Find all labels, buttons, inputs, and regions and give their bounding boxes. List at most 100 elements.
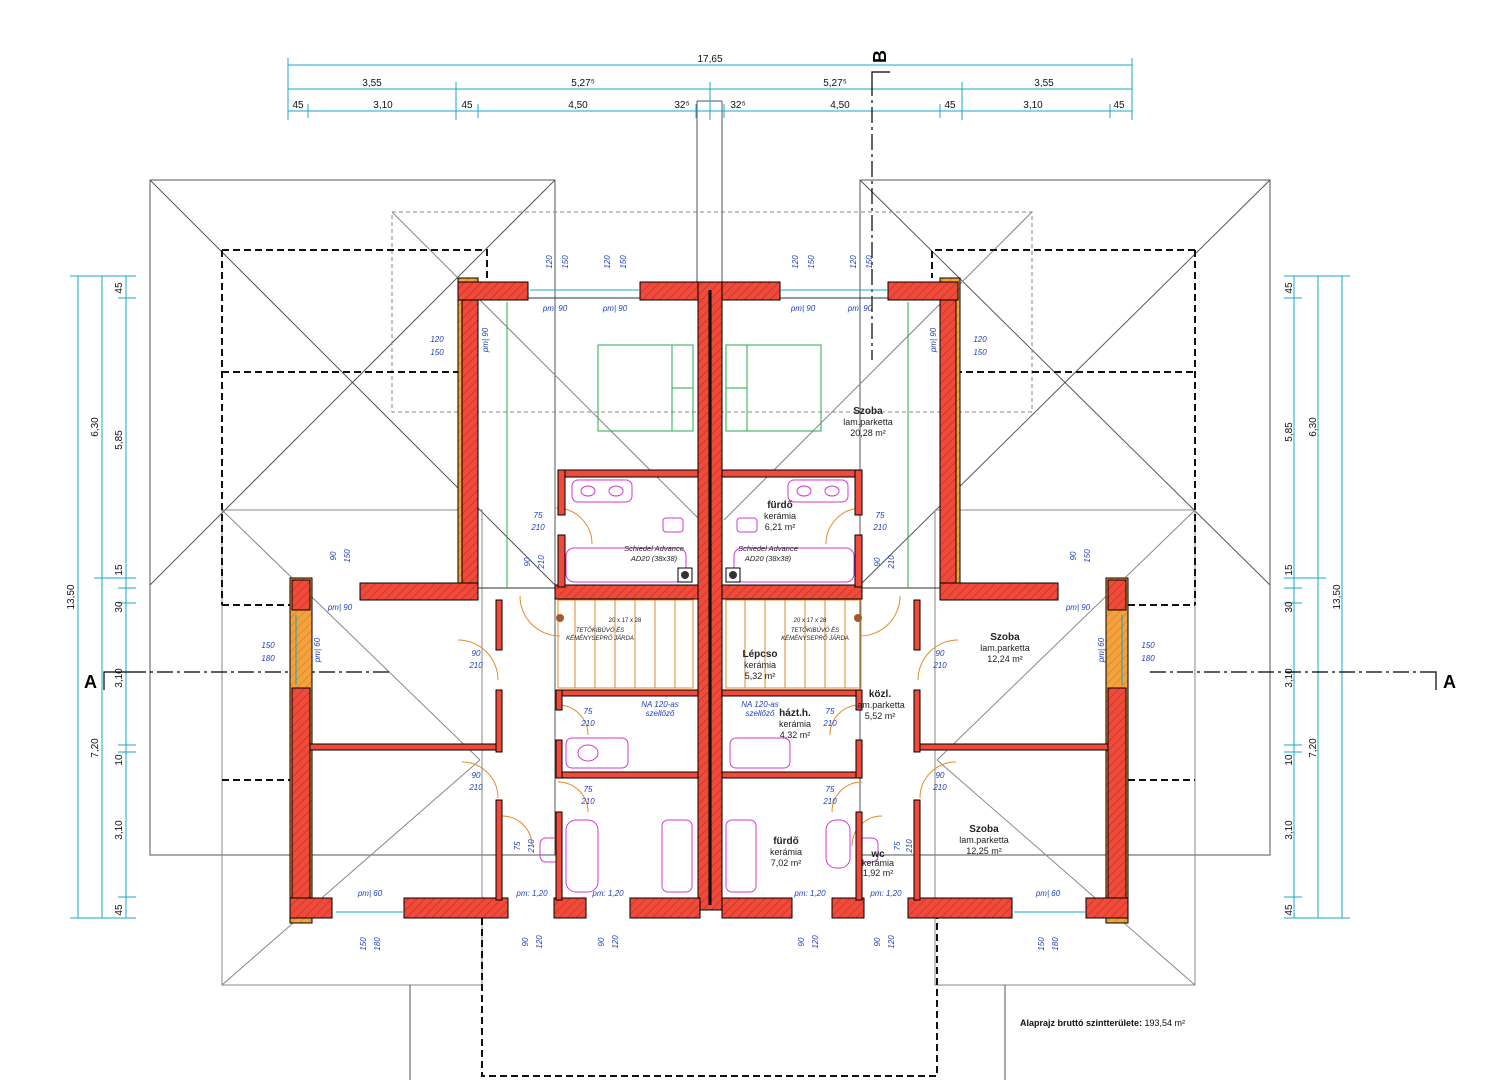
opening-w120-l: 120	[430, 335, 444, 344]
dim-right-inner-2: 5,85	[1284, 422, 1295, 442]
door-v-210-2: 210	[887, 555, 896, 570]
roof-walk-right-l2: KÉMÉNYSEPRŐ JÁRDA	[781, 635, 849, 642]
section-lines	[103, 71, 1437, 690]
chimney-note-right-l1: Schiedel Advance	[738, 544, 798, 553]
win-v-150-1: 150	[561, 255, 570, 269]
room-szoba-bottom-finish: lam.parketta	[959, 835, 1009, 845]
dim-left-inner-8: 45	[114, 904, 125, 916]
dim-left-outer: 13,50	[66, 584, 77, 609]
dim-row2-1: 3,55	[362, 78, 382, 89]
opening-w180-rr: 180	[1141, 654, 1155, 663]
dim-right-inner-8: 45	[1284, 904, 1295, 916]
door-210-4: 210	[932, 661, 947, 670]
dim-row2-2: 5,27⁵	[571, 78, 595, 89]
room-furdo-bottom-name: fürdő	[773, 836, 799, 847]
dim-row2-4: 3,55	[1034, 78, 1054, 89]
dim-row3-10: 45	[1113, 100, 1125, 111]
room-szoba-bottom-area: 12,25 m²	[966, 846, 1002, 856]
gross-area-footer: Alaprajz bruttó szintterülete: 193,54 m²	[1020, 1018, 1185, 1028]
room-furdo-top-finish: kerámia	[764, 511, 796, 521]
room-szoba-mid-finish: lam.parketta	[980, 643, 1030, 653]
dim-left-mid-2: 7,20	[90, 738, 101, 758]
dim-row3-7: 4,50	[830, 100, 850, 111]
section-a-left-label: A	[84, 672, 97, 692]
walls	[289, 277, 1129, 924]
door-210-5: 210	[580, 719, 595, 728]
dim-row3-4: 4,50	[568, 100, 588, 111]
room-kozl-area: 5,52 m²	[865, 711, 896, 721]
roof-walk-left-l1: TETŐKIBÚVÓ ÉS	[576, 627, 624, 634]
dim-right-inner-6: 10	[1284, 754, 1295, 766]
win-v-pm90-r: pm| 90	[929, 327, 938, 353]
win-v-150-8: 150	[1037, 937, 1046, 951]
door-210-2: 210	[872, 523, 887, 532]
win-v-90-9: 90	[521, 937, 530, 946]
staircase	[519, 595, 901, 689]
dim-left-inner-4: 30	[114, 601, 125, 613]
dim-right-inner-5: 3,10	[1284, 668, 1295, 688]
section-b-label: B	[870, 50, 890, 63]
dim-total: 17,65	[697, 54, 722, 65]
win-v-90-11: 90	[797, 937, 806, 946]
room-furdo-top-area: 6,21 m²	[765, 522, 796, 532]
room-szoba-mid-name: Szoba	[990, 632, 1020, 643]
opening-pm120-4: pm: 1,20	[869, 889, 902, 898]
opening-w150-ll: 150	[261, 641, 275, 650]
opening-pm90-3: pm| 90	[790, 304, 816, 313]
dimension-texts-top: 17,65 3,55 5,27⁵ 5,27⁵ 3,55 45 3,10 45 4…	[292, 54, 1125, 111]
opening-w180-ll: 180	[261, 654, 275, 663]
room-lepcso-area: 5,32 m²	[745, 671, 776, 681]
dim-row3-1: 45	[292, 100, 304, 111]
win-v-150-2: 150	[619, 255, 628, 269]
section-a-right-label: A	[1443, 672, 1456, 692]
sanitary-fixtures	[539, 479, 879, 893]
technical-notes: Schiedel Advance AD20 (38x38) Schiedel A…	[566, 544, 849, 718]
room-wc-area: 1,92 m²	[863, 868, 894, 878]
door-210-1: 210	[530, 523, 545, 532]
room-wc-name: wc	[870, 849, 885, 860]
door-v-210-1: 210	[537, 555, 546, 570]
vent-note-right-l1: NA 120-as	[741, 700, 779, 709]
room-szoba-bottom-name: Szoba	[969, 824, 999, 835]
window-markers	[295, 289, 1123, 913]
dim-row3-9: 3,10	[1023, 100, 1043, 111]
door-v-210-3: 210	[527, 839, 536, 854]
door-210-8: 210	[932, 783, 947, 792]
room-lepcso-name: Lépcso	[742, 649, 777, 660]
win-v-150-3: 150	[807, 255, 816, 269]
win-v-pm90-l: pm| 90	[481, 327, 490, 353]
opening-pm120-1: pm: 1,20	[515, 889, 548, 898]
dim-row3-5: 32⁵	[674, 100, 689, 111]
win-v-90-12: 90	[873, 937, 882, 946]
door-75-2: 75	[876, 511, 885, 520]
opening-labels: pm| 90 pm| 90 pm| 90 pm| 90 pm| 90 pm| 9…	[261, 255, 1155, 951]
win-v-pm60-r: pm| 60	[1097, 637, 1106, 663]
gross-area-label: Alaprajz bruttó szintterülete:	[1020, 1018, 1143, 1028]
opening-w150-r: 150	[973, 348, 987, 357]
door-v-90-2: 90	[873, 557, 882, 566]
win-v-150-7: 150	[359, 937, 368, 951]
door-75-5: 75	[584, 785, 593, 794]
door-90-1: 90	[472, 649, 481, 658]
vent-note-right-l2: szellőző	[746, 709, 775, 718]
chimney-icon	[556, 567, 862, 622]
dim-left-inner-1: 45	[114, 282, 125, 294]
opening-pm90-4: pm| 90	[847, 304, 873, 313]
door-75-6: 75	[826, 785, 835, 794]
opening-pm90-5: pm| 90	[327, 603, 353, 612]
gross-area-value: 193,54 m²	[1144, 1018, 1186, 1028]
vent-note-left-l2: szellőző	[646, 709, 675, 718]
dim-left-inner-2: 5,85	[114, 430, 125, 450]
dim-left-inner-3: 15	[114, 564, 125, 576]
door-210-10: 210	[822, 797, 837, 806]
room-kozl-name: közl.	[869, 689, 891, 700]
door-90-3: 90	[472, 771, 481, 780]
beds	[597, 344, 822, 432]
dim-row2-3: 5,27⁵	[823, 78, 847, 89]
win-v-pm60-l: pm| 60	[313, 637, 322, 663]
chimney-note-right-l2: AD20 (38x38)	[744, 554, 792, 563]
roof-walk-left-l2: KÉMÉNYSEPRŐ JÁRDA	[566, 635, 634, 642]
win-v-150-6: 150	[1083, 549, 1092, 563]
dim-row3-3: 45	[461, 100, 473, 111]
win-v-150-4: 150	[865, 255, 874, 269]
